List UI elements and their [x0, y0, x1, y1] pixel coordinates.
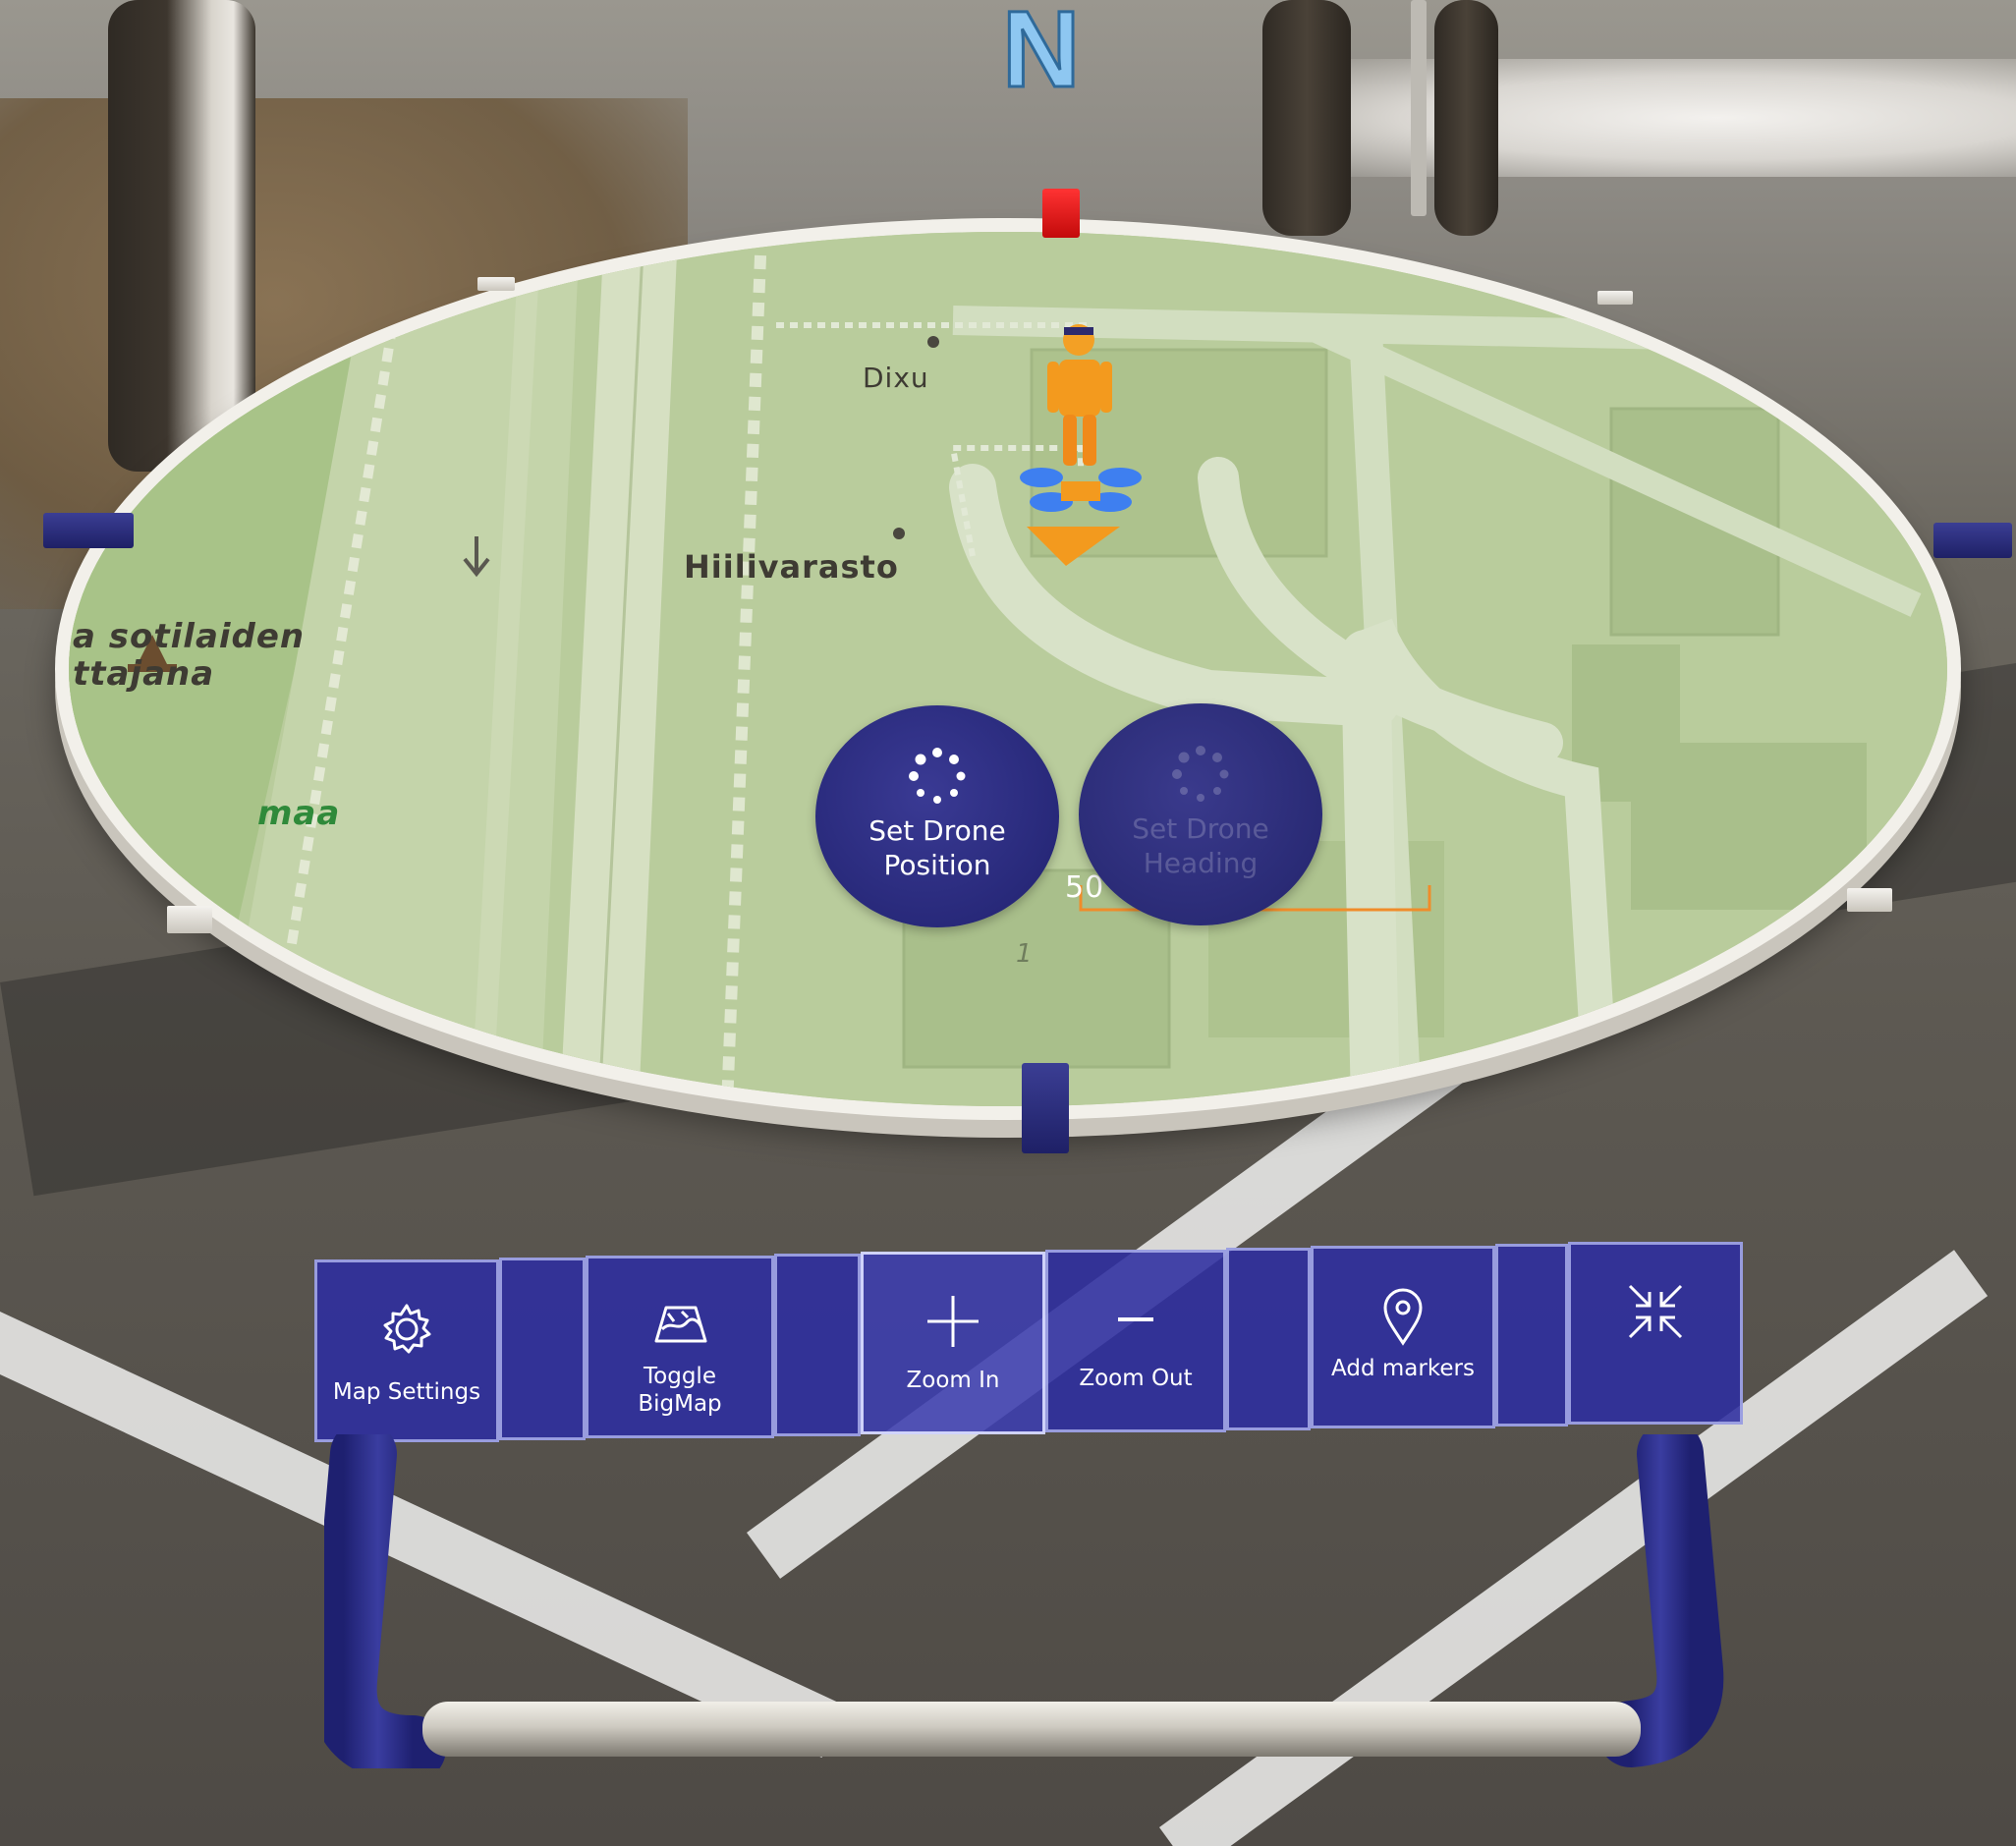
zoom-out-label: Zoom Out — [1079, 1366, 1193, 1391]
disc-peg — [1847, 888, 1892, 912]
set-drone-heading-label: Set Drone Heading — [1079, 811, 1322, 880]
move-handle-bar[interactable] — [324, 1434, 1739, 1768]
add-markers-button[interactable]: Add markers — [1311, 1246, 1495, 1428]
place-label-sotilaiden-2: ttajana — [73, 654, 215, 694]
zoom-in-button[interactable]: Zoom In — [861, 1252, 1045, 1434]
set-heading-line1: Set Drone — [1132, 812, 1269, 845]
spinner-icon — [909, 748, 966, 804]
zoom-out-button[interactable]: Zoom Out — [1045, 1250, 1226, 1432]
spinner-icon — [1172, 746, 1229, 802]
toggle-bigmap-label: Toggle BigMap — [588, 1363, 771, 1418]
place-label-maa: maa — [257, 794, 341, 833]
north-marker — [1042, 189, 1080, 238]
map-number: 1 — [1016, 939, 1034, 969]
add-markers-label: Add markers — [1331, 1356, 1475, 1381]
disc-handle-bottom[interactable] — [1022, 1063, 1069, 1153]
disc-peg — [1597, 291, 1633, 305]
map-toolbar: Map Settings Toggle BigMap Zoom In — [314, 1240, 1743, 1442]
compass-north-indicator: N — [1000, 0, 1081, 110]
toggle-bigmap-line2: BigMap — [638, 1391, 722, 1417]
collapse-arrows-icon — [1628, 1284, 1683, 1339]
user-avatar-icon — [1047, 324, 1112, 466]
snow-patch — [1269, 59, 2016, 177]
toolbar-spacer — [499, 1258, 586, 1440]
minus-icon — [1118, 1317, 1153, 1321]
set-drone-position-button[interactable]: Set Drone Position — [815, 705, 1059, 927]
plus-icon — [927, 1296, 979, 1347]
tree-trunk-right — [1434, 0, 1498, 236]
disc-handle-right[interactable] — [1933, 523, 2012, 558]
set-heading-line2: Heading — [1143, 847, 1259, 879]
place-label-dixu: Dixu — [863, 362, 929, 394]
minimap-disc[interactable]: Dixu Hiilivarasto a sotilaiden ttajana m… — [55, 218, 1961, 1120]
place-label-hiilivarasto: Hiilivarasto — [684, 548, 899, 586]
scale-value: 50 — [1065, 870, 1105, 905]
toolbar-spacer — [774, 1254, 861, 1436]
set-position-line2: Position — [883, 849, 991, 881]
map-pin-icon — [1383, 1288, 1423, 1346]
disc-handle-left[interactable] — [43, 513, 134, 548]
set-drone-position-label: Set Drone Position — [815, 813, 1059, 882]
set-drone-heading-button[interactable]: Set Drone Heading — [1079, 703, 1322, 925]
map-icon — [654, 1306, 707, 1343]
toolbar-spacer — [1226, 1248, 1311, 1430]
toolbar-spacer — [1495, 1244, 1568, 1426]
map-tiles — [69, 232, 1947, 1106]
collapse-button[interactable] — [1568, 1242, 1743, 1425]
disc-peg — [167, 906, 212, 933]
disc-peg — [477, 277, 515, 291]
street-label: Mechelininkatu — [529, 1087, 582, 1106]
tree-trunk-center — [1262, 0, 1351, 236]
pole — [1411, 0, 1427, 216]
gear-icon — [383, 1304, 431, 1354]
toggle-bigmap-line1: Toggle — [644, 1364, 716, 1389]
toggle-bigmap-button[interactable]: Toggle BigMap — [586, 1256, 774, 1438]
map-settings-label: Map Settings — [332, 1379, 481, 1405]
drone-icon — [1020, 468, 1142, 566]
map-surface[interactable]: Dixu Hiilivarasto a sotilaiden ttajana m… — [69, 232, 1947, 1106]
set-position-line1: Set Drone — [868, 814, 1006, 847]
zoom-in-label: Zoom In — [906, 1368, 1000, 1393]
place-label-sotilaiden: a sotilaiden — [73, 617, 306, 656]
map-settings-button[interactable]: Map Settings — [314, 1259, 499, 1442]
